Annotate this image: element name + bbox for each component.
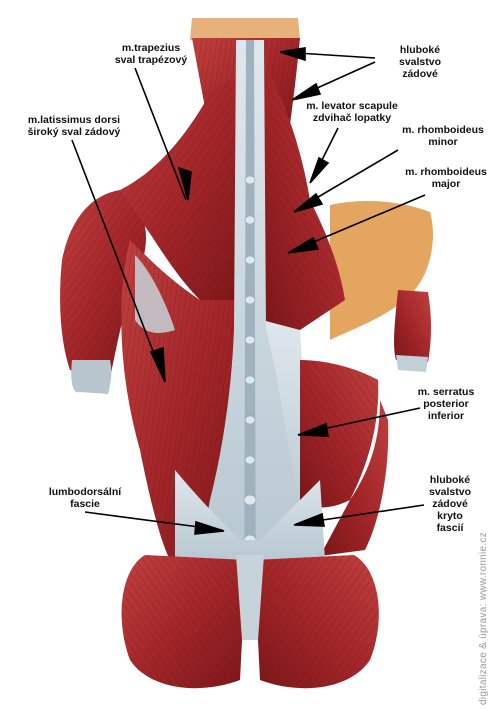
- label-latissimus: m.latissimus dorsi široký sval zádový: [14, 114, 134, 138]
- left-arm: [71, 360, 112, 394]
- lumbodorsal-fascia: [175, 470, 325, 560]
- label-levator-line1: m. levator scapule: [306, 100, 398, 112]
- pointer-levator-tip: [309, 156, 330, 184]
- left-gluteus-fibers: [121, 555, 246, 689]
- right-arm: [394, 290, 431, 362]
- label-serratus-line1: m. serratus: [417, 386, 475, 398]
- label-deep-back-line1: hluboké: [399, 44, 441, 56]
- label-serratus-line3: inferior: [427, 410, 465, 422]
- label-trapezius-line2: sval trapézový: [114, 54, 188, 66]
- label-deep-fascia-line5: fascií: [436, 522, 464, 534]
- label-levator-line2: zdvihač lopatky: [312, 112, 392, 124]
- right-flank: [320, 400, 389, 556]
- label-levator: m. levator scapule zdvihač lopatky: [297, 100, 407, 124]
- pointer-lines: [71, 47, 426, 535]
- label-deep-back-line3: zádové: [402, 68, 438, 80]
- pointer-latissimus: [71, 139, 165, 381]
- label-deep-fascia-line4: kryto: [437, 510, 463, 522]
- right-levator-fibers: [262, 60, 345, 330]
- pointer-deep-fascia-tip: [293, 512, 325, 527]
- label-lumbodorsal-line2: fascie: [70, 498, 100, 510]
- label-rhomboid-major: m. rhomboideus major: [400, 166, 492, 190]
- label-trapezius-line1: m.trapezius: [121, 42, 181, 54]
- pointer-trapezius-tip: [177, 166, 192, 201]
- label-deep-back: hluboké svalstvo zádové: [385, 44, 455, 80]
- label-rhomboid-major-line2: major: [431, 178, 461, 190]
- label-lumbodorsal-line1: lumbodorsální: [48, 486, 122, 498]
- central-fascia: [200, 40, 320, 556]
- label-deep-fascia-line3: zádové: [432, 498, 468, 510]
- label-deep-fascia: hluboké svalstvo zádové kryto fascií: [418, 474, 482, 534]
- right-gluteus-fibers: [254, 555, 379, 689]
- left-deltoid-fibers: [60, 190, 146, 378]
- left-infraspinatus-fascia: [135, 255, 175, 333]
- pointer-rhomboid-major-tip: [287, 236, 320, 254]
- spinous-processes: [243, 175, 257, 546]
- watermark-credit: digitalizace & úprava: www.ronnie.cz: [478, 531, 489, 705]
- pointer-latissimus-tip: [149, 346, 166, 383]
- label-rhomboid-minor: m. rhomboideus minor: [397, 124, 489, 148]
- label-lumbodorsal: lumbodorsální fascie: [40, 486, 130, 510]
- label-latissimus-line2: široký sval zádový: [27, 126, 121, 138]
- right-serratus-fibers: [300, 360, 379, 508]
- pointer-deep-back-2-tip: [291, 82, 322, 101]
- right-scapula-area: [330, 200, 433, 340]
- pointer-serratus-tip: [297, 422, 329, 437]
- label-trapezius: m.trapezius sval trapézový: [96, 42, 206, 66]
- label-latissimus-line1: m.latissimus dorsi: [27, 114, 121, 126]
- label-deep-back-line2: svalstvo: [398, 56, 442, 68]
- label-rhomboid-minor-line2: minor: [428, 136, 458, 148]
- pointer-rhomboid-minor-tip: [293, 192, 324, 213]
- label-rhomboid-major-line1: m. rhomboideus: [405, 166, 487, 178]
- right-arm-end: [396, 355, 428, 372]
- label-rhomboid-minor-line1: m. rhomboideus: [402, 124, 484, 136]
- pointer-trapezius: [134, 67, 187, 201]
- label-deep-fascia-line2: svalstvo: [428, 486, 472, 498]
- label-serratus-line2: posterior: [423, 398, 469, 410]
- pointer-deep-back-1-tip: [279, 47, 306, 62]
- sacrum: [236, 555, 264, 640]
- label-serratus: m. serratus posterior inferior: [412, 386, 480, 422]
- label-deep-fascia-line1: hluboké: [429, 474, 471, 486]
- pointer-lumbodorsal-tip: [194, 520, 225, 535]
